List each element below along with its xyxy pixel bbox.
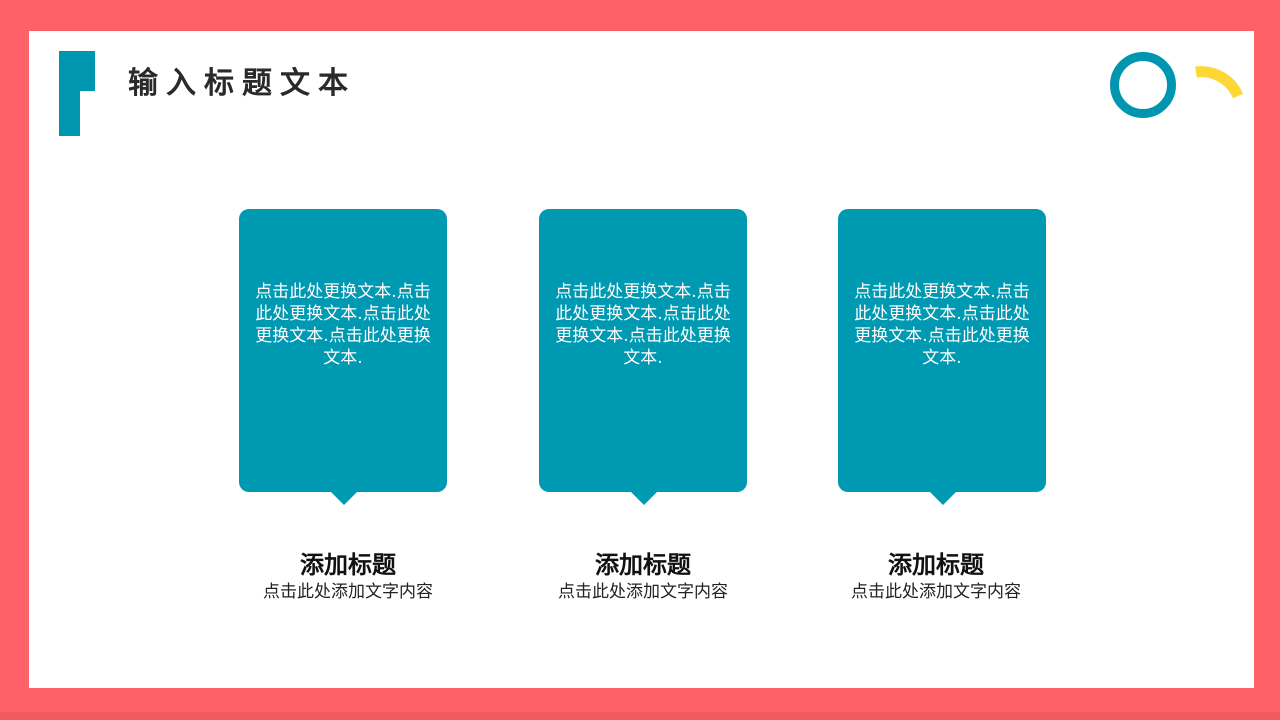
caption-heading[interactable]: 添加标题 (300, 551, 396, 579)
caption-3: 添加标题 点击此处添加文字内容 (816, 548, 1056, 602)
caption-subtext[interactable]: 点击此处添加文字内容 (558, 582, 728, 602)
title-accent-bar-icon (59, 51, 95, 136)
card-body-text[interactable]: 点击此处更换文本.点击此处更换文本.点击此处更换文本.点击此处更换文本. (854, 282, 1030, 368)
caption-subtext[interactable]: 点击此处添加文字内容 (263, 582, 433, 602)
yellow-arc-icon (1195, 66, 1244, 99)
caption-subtext[interactable]: 点击此处添加文字内容 (851, 582, 1021, 602)
card-body-text[interactable]: 点击此处更换文本.点击此处更换文本.点击此处更换文本.点击此处更换文本. (555, 282, 731, 368)
caption-heading[interactable]: 添加标题 (595, 551, 691, 579)
card-pointer-icon (331, 492, 357, 505)
card-pointer-icon (930, 492, 956, 505)
caption-heading[interactable]: 添加标题 (888, 551, 984, 579)
card-pointer-icon (631, 492, 657, 505)
teal-ring-icon (1110, 52, 1176, 118)
caption-1: 添加标题 点击此处添加文字内容 (228, 548, 468, 602)
info-card-1[interactable]: 点击此处更换文本.点击此处更换文本.点击此处更换文本.点击此处更换文本. (239, 209, 447, 505)
caption-2: 添加标题 点击此处添加文字内容 (523, 548, 763, 602)
page-title[interactable]: 输入标题文本 (128, 66, 356, 101)
frame-bottom-shade (0, 712, 1280, 720)
card-body-text[interactable]: 点击此处更换文本.点击此处更换文本.点击此处更换文本.点击此处更换文本. (255, 282, 431, 368)
info-card-3[interactable]: 点击此处更换文本.点击此处更换文本.点击此处更换文本.点击此处更换文本. (838, 209, 1046, 505)
info-card-2[interactable]: 点击此处更换文本.点击此处更换文本.点击此处更换文本.点击此处更换文本. (539, 209, 747, 505)
